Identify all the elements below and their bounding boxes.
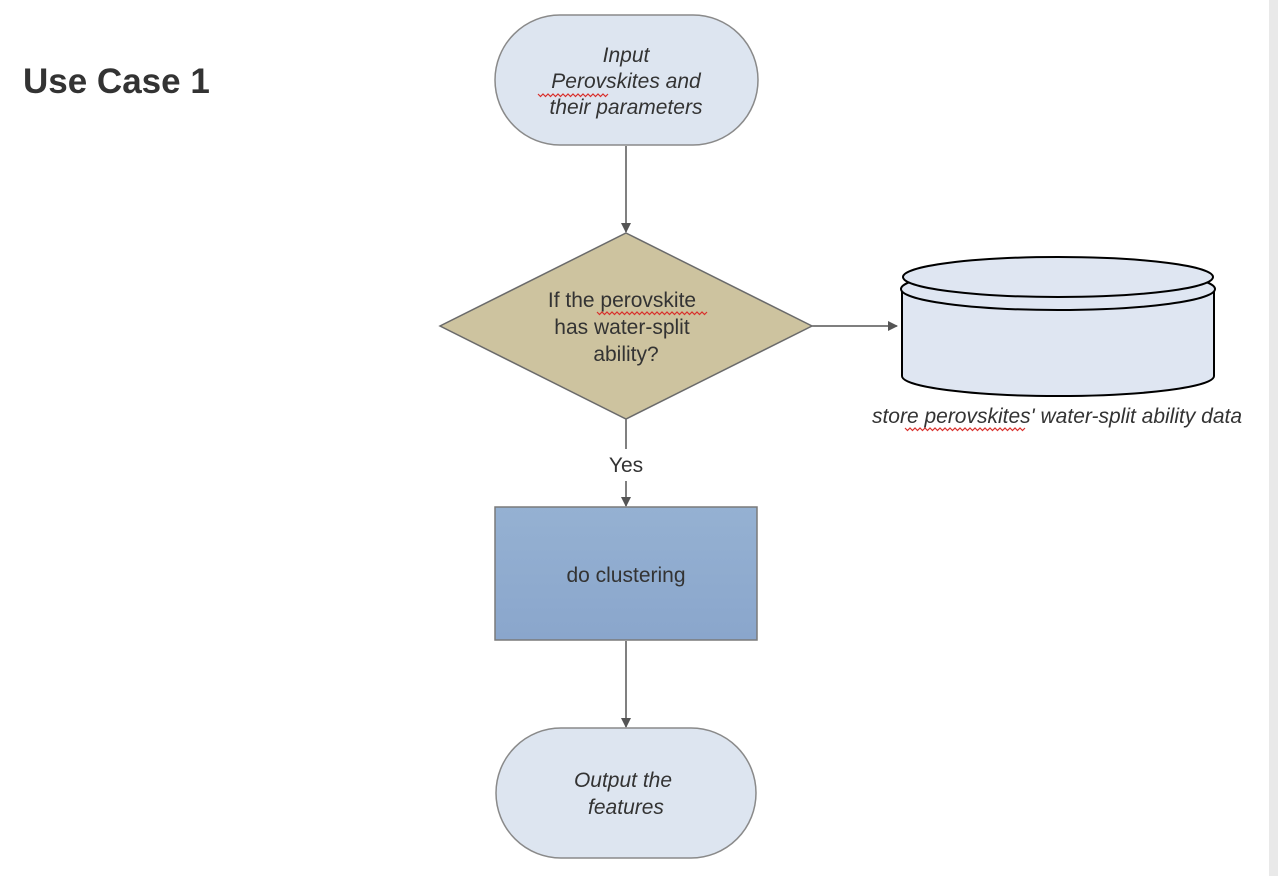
process-node: do clustering <box>494 506 758 641</box>
decision-node-line-2: has water-split <box>554 316 690 339</box>
process-node-shape <box>494 506 758 641</box>
output-node: Output the features <box>495 727 757 859</box>
decision-node-line-1: If the perovskite <box>548 289 696 312</box>
datastore-node: store perovskites' water-split ability d… <box>872 256 1242 432</box>
output-node-line-2: features <box>588 796 664 819</box>
input-node-line-1: Input <box>603 44 651 67</box>
decision-node-shape <box>438 232 814 420</box>
process-node-label: do clustering <box>566 564 685 587</box>
output-node-line-1: Output the <box>574 769 672 792</box>
datastore-node-body <box>901 290 1215 397</box>
datastore-node-top <box>902 256 1214 298</box>
spellcheck-underline <box>537 93 609 98</box>
spellcheck-underline <box>904 427 1026 432</box>
spellcheck-underline <box>596 311 708 316</box>
input-node: Input Perovskites and their parameters <box>494 14 759 146</box>
datastore-caption: store perovskites' water-split ability d… <box>872 405 1242 428</box>
decision-node-line-3: ability? <box>593 343 658 366</box>
edge-label-yes: Yes <box>609 454 643 477</box>
input-node-shape <box>494 14 759 146</box>
page-title: Use Case 1 <box>23 62 210 101</box>
window-edge <box>1269 0 1278 876</box>
input-node-line-2: Perovskites and <box>551 70 702 93</box>
output-node-shape <box>495 727 757 859</box>
decision-node: If the perovskite has water-split abilit… <box>438 232 814 420</box>
input-node-line-3: their parameters <box>550 96 703 119</box>
